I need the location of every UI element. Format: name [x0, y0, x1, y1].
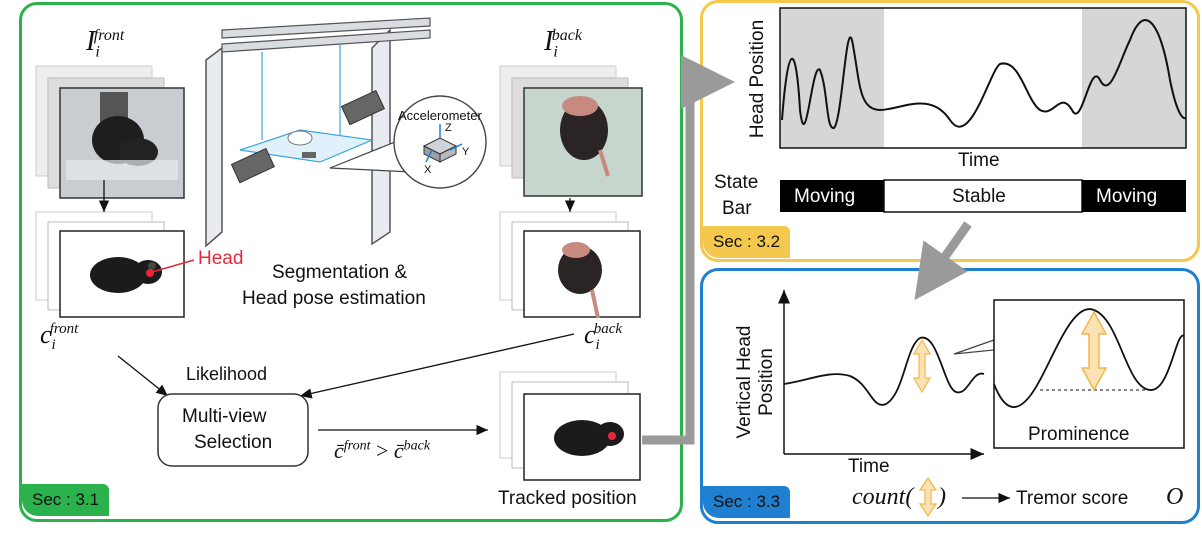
head-position-chart — [779, 7, 1187, 149]
multi-view-label: Multi-view — [182, 406, 267, 427]
sec-3-2-badge: Sec : 3.2 — [703, 226, 791, 258]
state-moving-2: Moving — [1096, 186, 1158, 207]
time-xlabel-2: Time — [848, 456, 890, 477]
tremor-arrow-small — [912, 338, 932, 394]
state-moving-1: Moving — [794, 186, 856, 207]
prominence-zoom-chart — [993, 299, 1185, 449]
sec32-to-sec33-arrow — [914, 221, 972, 301]
vertical-head-chart — [778, 290, 985, 460]
multi-view-selection-box — [157, 393, 309, 467]
c-front-label: cifront — [40, 320, 79, 354]
compare-formula: c̄front > c̄back — [334, 438, 431, 463]
accelerometer-callout — [329, 95, 487, 189]
state-label-2: Bar — [722, 198, 752, 219]
front-camera-images — [35, 65, 185, 199]
tracked-position-images — [499, 371, 641, 481]
axis-y-label: Y — [462, 146, 470, 158]
c-back-label: ciback — [584, 320, 623, 354]
sec-3-1-badge: Sec : 3.1 — [22, 484, 110, 516]
head-label: Head — [198, 248, 244, 269]
zoom-callout — [953, 339, 995, 355]
count-arrow-icon — [918, 476, 938, 518]
accelerometer-label: Accelerometer — [398, 108, 482, 123]
likelihood-label: Likelihood — [186, 364, 268, 384]
segmentation-label-2: Head pose estimation — [242, 288, 426, 309]
tracked-position-label: Tracked position — [498, 488, 637, 509]
i-front-label: Iifront — [86, 26, 125, 61]
prominence-label: Prominence — [1028, 424, 1130, 445]
score-symbol: O — [1166, 484, 1184, 510]
tremor-score-label: Tremor score — [1016, 488, 1129, 509]
recording-rig — [205, 17, 431, 248]
segmentation-label-1: Segmentation & — [272, 262, 408, 283]
axis-x-label: X — [424, 164, 432, 176]
state-stable: Stable — [952, 186, 1006, 207]
head-position-ylabel: Head Position — [747, 19, 768, 139]
front-segmented-images — [35, 211, 185, 318]
i-back-label: Iiback — [544, 26, 582, 61]
axis-z-label: Z — [445, 122, 452, 134]
time-xlabel: Time — [958, 150, 1000, 171]
back-camera-images — [499, 65, 643, 197]
count-close-label: ) — [938, 484, 946, 510]
sec-3-3-badge: Sec : 3.3 — [703, 486, 791, 518]
state-label-1: State — [714, 172, 759, 193]
tracked-to-sec32-arrow — [642, 55, 735, 445]
selection-label: Selection — [194, 432, 273, 453]
back-segmented-images — [499, 211, 641, 319]
count-label: count( — [852, 484, 914, 510]
state-bar — [780, 179, 1186, 213]
